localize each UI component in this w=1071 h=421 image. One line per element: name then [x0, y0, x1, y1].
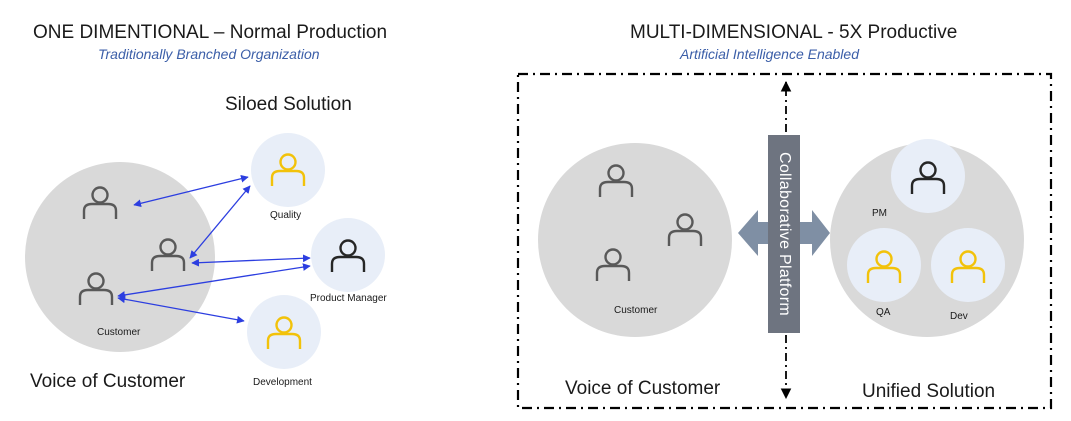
development-label: Development	[253, 377, 312, 388]
dev-circle	[931, 228, 1005, 302]
arrow-connector	[117, 295, 245, 324]
left-subtitle: Traditionally Branched Organization	[98, 46, 320, 62]
customer-label-left: Customer	[97, 327, 141, 338]
unified-solution-heading: Unified Solution	[862, 381, 996, 402]
dev-label: Dev	[950, 311, 968, 322]
siloed-solution-heading: Siloed Solution	[225, 94, 352, 115]
pm-label: PM	[872, 208, 887, 219]
quality-label: Quality	[270, 210, 302, 221]
right-subtitle: Artificial Intelligence Enabled	[680, 46, 859, 62]
customer-circle-right	[538, 143, 732, 337]
product-manager-label: Product Manager	[310, 293, 387, 304]
qa-label: QA	[876, 307, 891, 318]
collaborative-platform-label: Collaborative Platform	[776, 152, 793, 316]
platform-bar	[768, 135, 800, 333]
customer-label-right: Customer	[614, 305, 658, 316]
voice-of-customer-left: Voice of Customer	[30, 371, 186, 392]
ai-boundary-box	[516, 72, 1053, 410]
arrow-connector	[117, 263, 311, 299]
voice-of-customer-right: Voice of Customer	[565, 378, 721, 399]
qa-circle	[847, 228, 921, 302]
left-title: ONE DIMENTIONAL – Normal Production	[33, 22, 388, 43]
customer-circle-left	[25, 162, 215, 352]
arrow-connector	[191, 254, 311, 267]
right-title: MULTI-DIMENSIONAL - 5X Productive	[630, 22, 958, 43]
pm-circle	[891, 139, 965, 213]
arrow-connector	[189, 185, 251, 259]
